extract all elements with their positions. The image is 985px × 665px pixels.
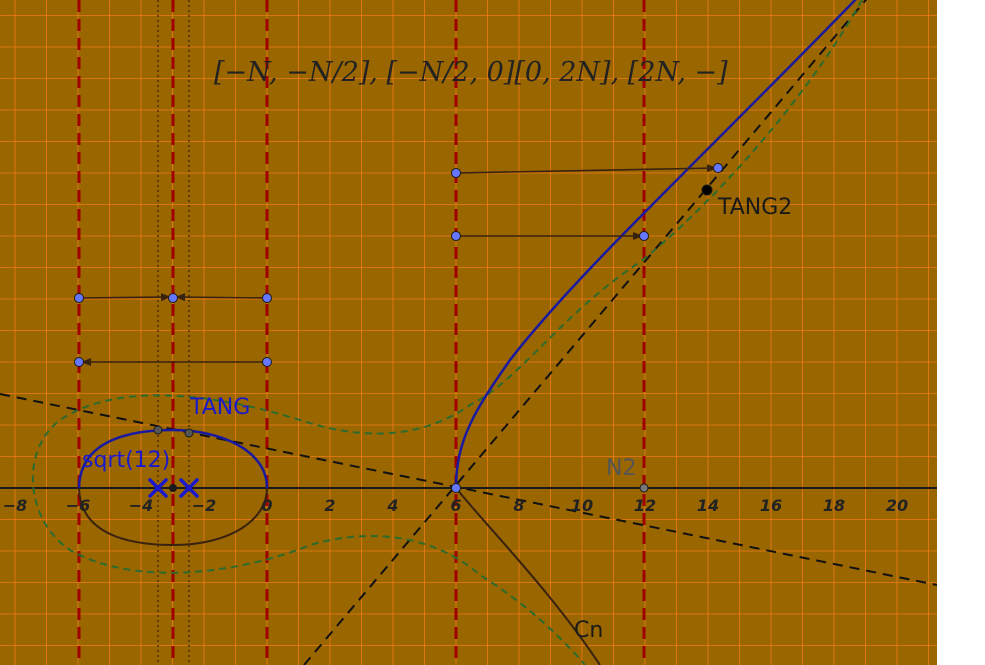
point-f[interactable] xyxy=(168,293,178,303)
point-center[interactable] xyxy=(169,484,177,492)
label-sqrt12: sqrt(12) xyxy=(82,448,170,473)
plot-background xyxy=(0,0,937,665)
point-b[interactable] xyxy=(713,163,723,173)
point-i[interactable] xyxy=(262,357,272,367)
point-a[interactable] xyxy=(451,168,461,178)
arrows xyxy=(78,164,717,366)
point-d[interactable] xyxy=(639,231,649,241)
x-tick-label: 18 xyxy=(823,496,845,515)
x-tick-label: 16 xyxy=(760,496,782,515)
arrow-6-to-tang2 xyxy=(455,164,717,174)
x-tick-label: 10 xyxy=(571,496,593,515)
x-tick-label: 20 xyxy=(886,496,908,515)
x-tick-label: 0 xyxy=(261,496,272,515)
point-origin-6[interactable] xyxy=(451,483,461,493)
cross-left xyxy=(148,478,168,498)
x-tick-label: 14 xyxy=(697,496,719,515)
label-tang2: TANG2 xyxy=(717,195,792,220)
green-dashed-curve xyxy=(31,0,863,665)
point-n2[interactable] xyxy=(639,483,649,493)
label-n2: N2 xyxy=(606,456,636,481)
vertical-dotted-lines xyxy=(157,0,190,665)
label-cn: Cn xyxy=(574,618,603,643)
x-tick-labels: −8 −6 −4 −2 0 2 4 6 8 10 12 14 16 18 20 xyxy=(3,496,908,515)
green-dashed-path xyxy=(31,0,863,665)
point-h[interactable] xyxy=(74,357,84,367)
x-tick-label: 4 xyxy=(386,496,398,515)
point-tang-left[interactable] xyxy=(153,425,163,435)
cross-right xyxy=(179,478,199,498)
point-tang-right[interactable] xyxy=(184,428,194,438)
dashed-black-lines xyxy=(0,0,937,665)
blue-right-branch xyxy=(454,0,857,489)
formula-text: [−N, −N/2], [−N/2, 0][0, 2N], [2N, −] xyxy=(214,57,728,88)
crosses xyxy=(148,478,199,498)
cn-lower-branch xyxy=(455,487,601,665)
point-tang2[interactable] xyxy=(701,184,713,196)
x-tick-label: −8 xyxy=(3,496,28,515)
x-tick-label: −4 xyxy=(129,496,154,515)
point-e[interactable] xyxy=(74,293,84,303)
arrow-0-to-neg3 xyxy=(175,293,268,302)
grid xyxy=(0,0,937,665)
arrow-neg6-to-neg3 xyxy=(78,293,171,302)
cn-curve xyxy=(78,487,601,665)
x-tick-label: 12 xyxy=(634,496,656,515)
x-tick-label: 6 xyxy=(450,496,461,515)
tangent-line-tang xyxy=(0,393,937,586)
blue-oval-top xyxy=(77,428,269,489)
point-c[interactable] xyxy=(451,231,461,241)
blue-curve xyxy=(77,0,857,489)
x-tick-label: −2 xyxy=(192,496,217,515)
label-tang: TANG xyxy=(189,395,250,420)
points xyxy=(74,163,723,493)
x-tick-label: 2 xyxy=(324,496,335,515)
x-tick-label: −6 xyxy=(66,496,91,515)
cn-oval-bottom xyxy=(78,487,268,547)
x-tick-label: 8 xyxy=(513,496,524,515)
point-g[interactable] xyxy=(262,293,272,303)
